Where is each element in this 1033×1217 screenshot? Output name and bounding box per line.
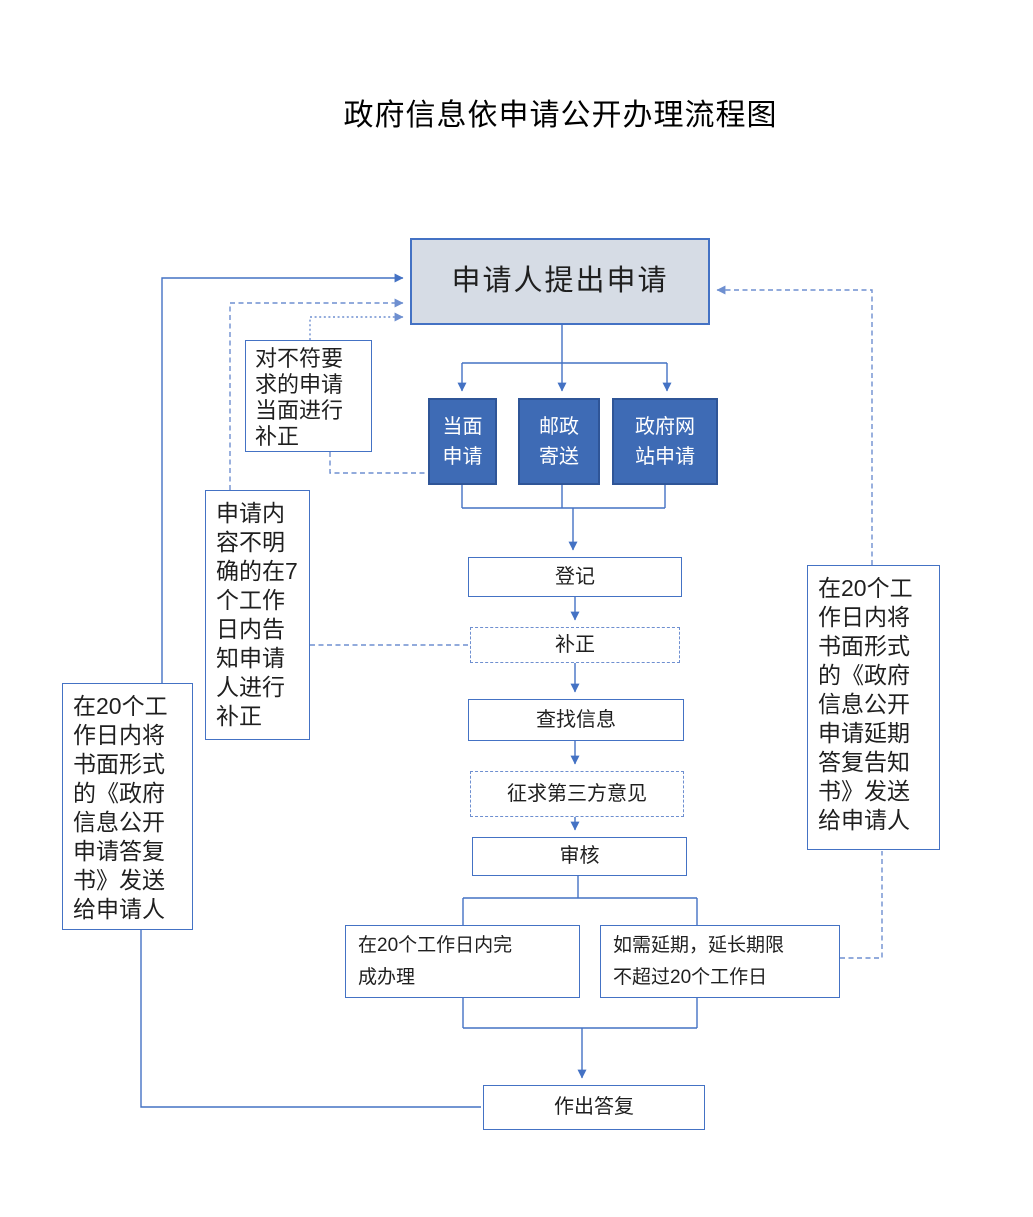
edge-extension-doc-to-apply [716,285,873,565]
node-register: 登记 [468,557,682,597]
edge-onsite-fix-to-in-person [329,452,425,474]
node-extension: 如需延期，延长期限 不超过20个工作日 [600,925,840,998]
node-third-party: 征求第三方意见 [470,771,684,817]
node-onsite-fix: 对不符要 求的申请 当面进行 补正 [245,340,372,452]
node-correction: 补正 [470,627,680,663]
node-send-reply-doc: 在20个工 作日内将 书面形式 的《政府 信息公开 申请答复 书》发送 给申请人 [62,683,193,930]
node-send-extension-doc: 在20个工 作日内将 书面形式 的《政府 信息公开 申请延期 答复告知 书》发送… [807,565,940,850]
node-search-info: 查找信息 [468,699,684,741]
node-reply: 作出答复 [483,1085,705,1130]
node-review: 审核 [472,837,687,876]
edge-onsite-fix-to-apply [309,312,404,340]
node-complete-20: 在20个工作日内完 成办理 [345,925,580,998]
node-postal: 邮政 寄送 [518,398,600,485]
edge-extension-to-extension-doc [840,851,883,959]
node-apply: 申请人提出申请 [410,238,710,325]
page-title: 政府信息依申请公开办理流程图 [343,99,778,132]
node-website: 政府网 站申请 [612,398,718,485]
node-in-person: 当面 申请 [428,398,497,485]
node-unclear-notify: 申请内 容不明 确的在7 个工作 日内告 知申请 人进行 补正 [205,490,310,740]
